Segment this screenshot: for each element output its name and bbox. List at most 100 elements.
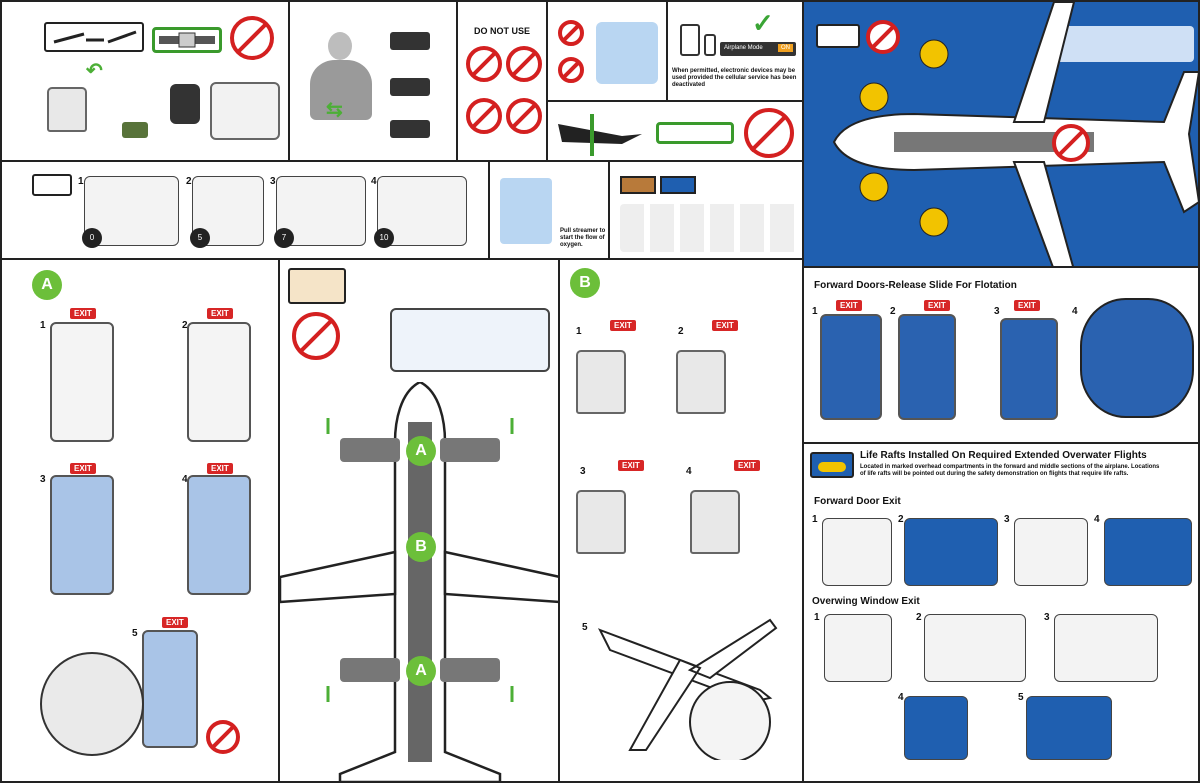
water-plane-diagram	[832, 2, 1198, 266]
life-raft-icon	[810, 452, 854, 478]
plane-diagram	[280, 382, 558, 781]
panel-no-smoking	[546, 0, 668, 102]
forward-doors-step-3: 3	[994, 306, 1000, 317]
oxygen-step-3: 3	[270, 176, 276, 187]
oxygen-badge-3: 7	[274, 228, 294, 248]
exit-sign-1: EXIT	[70, 308, 96, 319]
brace-positions-image	[620, 204, 798, 252]
aisle-diagram	[390, 308, 550, 372]
no-bag-icon	[206, 720, 240, 754]
oxygen-badge-4: 10	[374, 228, 394, 248]
forward-door-3	[1000, 318, 1058, 420]
phone-icon	[704, 34, 716, 56]
section-a-step-4: 4	[182, 474, 188, 485]
section-b-step-3: 3	[580, 466, 586, 477]
exit-sign-fd2: EXIT	[924, 300, 950, 311]
slide-zoom-image	[40, 652, 144, 756]
raft-forward-image-3	[1014, 518, 1088, 586]
no-tablet-icon	[466, 46, 502, 82]
turbulence-plane-icon	[558, 114, 642, 156]
passenger-body	[310, 60, 372, 120]
tablet-icon	[680, 24, 700, 56]
forward-doors-step-1: 1	[812, 306, 818, 317]
row-seats-icon	[210, 82, 280, 140]
no-smoking-icon	[558, 20, 584, 46]
overwing-evac-diagram	[597, 618, 778, 760]
oxygen-step-4: 4	[371, 176, 377, 187]
water-landing-icon	[816, 24, 860, 48]
door-step-1	[50, 322, 114, 442]
oxygen-step-1: 1	[78, 176, 84, 187]
panel-forward-doors: Forward Doors-Release Slide For Flotatio…	[802, 266, 1200, 444]
seatbelt-fastened-icon	[656, 122, 734, 144]
door-step-2	[187, 322, 251, 442]
window-seat-2	[676, 350, 726, 414]
seat-upright-icon	[47, 87, 87, 132]
section-a-step-2: 2	[182, 320, 188, 331]
raft-overwing-image-2	[924, 614, 1026, 682]
door-step-5	[142, 630, 198, 748]
exit-sign-fd3: EXIT	[1014, 300, 1040, 311]
raft-forward-image-4	[1104, 518, 1192, 586]
airplane-mode-value: ON	[778, 44, 793, 52]
forward-doors-title: Forward Doors-Release Slide For Flotatio…	[814, 280, 1017, 291]
section-b-step-5: 5	[582, 622, 588, 633]
section-b-marker: B	[570, 268, 600, 298]
raft-overwing-image-3	[1054, 614, 1158, 682]
panel-water-map	[802, 0, 1200, 268]
section-b-step-4: 4	[686, 466, 692, 477]
section-a-step-5: 5	[132, 628, 138, 639]
raft-overwing-step-4: 4	[898, 692, 904, 703]
door-step-4	[187, 475, 251, 595]
raft-overwing-image-4	[904, 696, 968, 760]
panel-seatbelt: ⇆	[288, 0, 458, 162]
section-a-step-3: 3	[40, 474, 46, 485]
exit-sign-b4: EXIT	[734, 460, 760, 471]
raft-forward-step-2: 2	[898, 514, 904, 525]
raft-overwing-image-1	[824, 614, 892, 682]
panel-oxygen-lavatory: Pull streamer to start the flow of oxyge…	[488, 160, 610, 260]
door-step-3	[50, 475, 114, 595]
panel-oxygen: 1 2 3 4 0 5 7 10	[0, 160, 490, 260]
do-not-use-label: DO NOT USE	[474, 26, 531, 36]
no-laptop-icon	[230, 16, 274, 60]
section-a-marker: A	[32, 270, 62, 300]
overhead-bin-icon	[170, 84, 200, 124]
check-icon: ✓	[752, 8, 774, 38]
seatbelt-icon	[152, 27, 222, 53]
slide-raft-zoom	[1080, 298, 1194, 418]
passenger-head	[328, 32, 352, 60]
oxygen-step-2: 2	[186, 176, 192, 187]
section-b-step-1: 1	[576, 326, 582, 337]
forward-doors-step-2: 2	[890, 306, 896, 317]
no-phone-icon	[506, 46, 542, 82]
panel-brace	[608, 160, 804, 260]
lavatory-oxygen-image	[500, 178, 552, 244]
takeoff-landing-icon	[44, 22, 144, 52]
exit-sign-b3: EXIT	[618, 460, 644, 471]
no-radio-icon	[506, 98, 542, 134]
electronics-note: When permitted, electronic devices may b…	[672, 68, 797, 88]
map-marker-a-front: A	[406, 436, 436, 466]
exit-sign-2: EXIT	[207, 308, 233, 319]
exit-sign-4: EXIT	[207, 463, 233, 474]
section-b-step-2: 2	[678, 326, 684, 337]
window-seat-1	[576, 350, 626, 414]
oxygen-step-4-image	[377, 176, 467, 246]
under-seat-bag-icon	[122, 122, 148, 138]
map-marker-b: B	[406, 532, 436, 562]
raft-forward-image-1	[822, 518, 892, 586]
no-unbuckle-icon	[744, 108, 794, 158]
map-marker-a-rear: A	[406, 656, 436, 686]
window-seat-3	[576, 490, 626, 554]
buckle-arrow-icon: ⇆	[326, 99, 343, 121]
section-a-step-1: 1	[40, 320, 46, 331]
lav-restrictions-icon	[1048, 26, 1194, 62]
streamer-note: Pull streamer to start the flow of oxyge…	[560, 228, 606, 248]
exit-sign-b2: EXIT	[712, 320, 738, 331]
panel-plane-map: A B A	[278, 258, 560, 783]
raft-overwing-step-1: 1	[814, 612, 820, 623]
airplane-mode-label: Airplane Mode	[724, 45, 763, 51]
exit-sign-b1: EXIT	[610, 320, 636, 331]
exit-sign-5: EXIT	[162, 617, 188, 628]
